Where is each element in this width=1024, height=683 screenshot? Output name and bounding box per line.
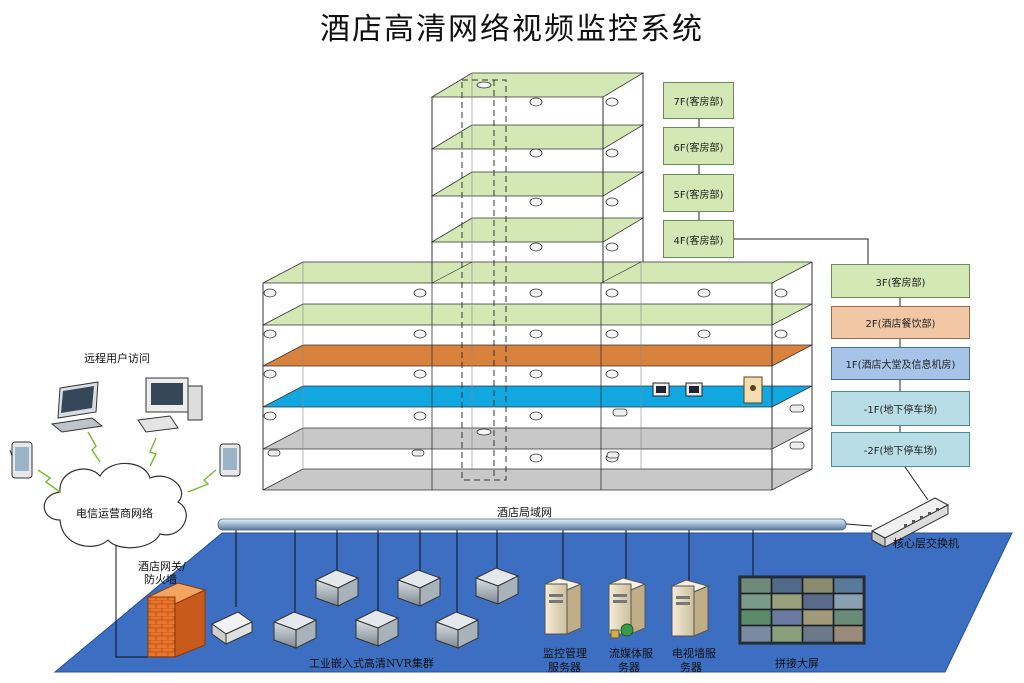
server-icons bbox=[543, 577, 710, 639]
lan-bus bbox=[217, 518, 847, 531]
video-wall-label: 拼接大屏 bbox=[775, 657, 819, 670]
floor-label-7f: 7F(客房部) bbox=[663, 82, 734, 119]
gateway-router-icon bbox=[211, 611, 253, 645]
core-switch-label: 核心层交换机 bbox=[893, 537, 959, 550]
nvr-cluster-label: 工业嵌入式高清NVR集群 bbox=[309, 657, 434, 670]
floor-label-4f: 4F(客房部) bbox=[663, 220, 734, 258]
carrier-cloud-icon bbox=[43, 462, 187, 549]
floor-connectors bbox=[698, 119, 929, 501]
core-switch-icon bbox=[870, 497, 950, 548]
lobby-equipment bbox=[652, 376, 763, 404]
floor-label-1f: 1F(酒店大堂及信息机房) bbox=[831, 347, 970, 380]
nvr-units bbox=[272, 567, 520, 649]
tvwall-server-label-line2: 务器 bbox=[680, 661, 702, 674]
building-low-block bbox=[262, 261, 813, 491]
mgmt-server-label-line1: 监控管理 bbox=[543, 647, 587, 660]
firewall-icon bbox=[146, 582, 207, 658]
carrier-network-label: 电信运营商网络 bbox=[76, 507, 153, 520]
lan-drops bbox=[115, 508, 754, 658]
gateway-label-line2: 防火墙 bbox=[144, 573, 177, 586]
floor-label-3f: 3F(客房部) bbox=[831, 264, 970, 298]
wireless-links bbox=[37, 431, 217, 493]
floor-label-6f: 6F(客房部) bbox=[663, 127, 734, 165]
video-wall-icon bbox=[738, 575, 866, 645]
bullet-cameras bbox=[267, 404, 805, 459]
floor-label-2f: 2F(酒店餐饮部) bbox=[831, 306, 970, 339]
remote-access-label: 远程用户访问 bbox=[84, 352, 150, 365]
floor-label-b2: -2F(地下停车场) bbox=[831, 432, 970, 467]
mgmt-server-label-line2: 服务器 bbox=[548, 661, 581, 674]
floor-label-b1: -1F(地下停车场) bbox=[831, 391, 970, 426]
building-tower bbox=[430, 72, 645, 481]
hotel-lan-label: 酒店局域网 bbox=[497, 506, 552, 519]
media-server-label-line2: 务器 bbox=[618, 661, 640, 674]
tvwall-server-label-line1: 电视墙服 bbox=[672, 647, 716, 660]
page-title: 酒店高清网络视频监控系统 bbox=[320, 12, 704, 47]
floor-label-5f: 5F(客房部) bbox=[663, 174, 734, 212]
gateway-label-line1: 酒店网关/ bbox=[138, 560, 186, 573]
media-server-label-line1: 流媒体服 bbox=[609, 647, 653, 660]
remote-devices bbox=[9, 377, 241, 479]
